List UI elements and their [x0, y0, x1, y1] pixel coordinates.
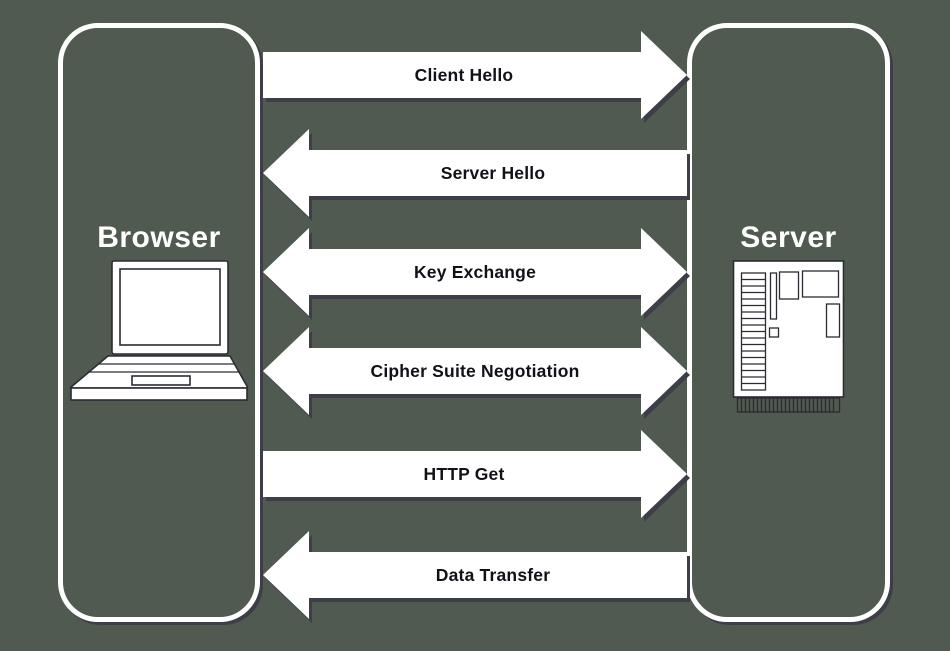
message-arrow-server-hello: Server Hello	[263, 129, 687, 217]
browser-node: Browser	[58, 23, 260, 622]
message-label: Cipher Suite Negotiation	[370, 360, 580, 381]
laptop-icon	[70, 260, 248, 402]
message-arrow-cipher-suite-negotiation: Cipher Suite Negotiation	[263, 327, 687, 415]
message-label: Key Exchange	[413, 261, 537, 282]
message-arrow-client-hello: Client Hello	[263, 31, 687, 119]
server-node-label: Server	[740, 221, 837, 254]
message-arrow-http-get: HTTP Get	[263, 430, 687, 518]
message-label: Client Hello	[414, 64, 514, 85]
message-arrow-key-exchange: Key Exchange	[263, 228, 687, 316]
message-arrow-data-transfer: Data Transfer	[263, 531, 687, 619]
message-label: Data Transfer	[435, 564, 551, 585]
message-label: HTTP Get	[423, 463, 505, 484]
browser-node-label: Browser	[97, 221, 221, 254]
message-label: Server Hello	[440, 162, 546, 183]
server-icon	[732, 260, 845, 413]
server-node: Server	[687, 23, 890, 622]
